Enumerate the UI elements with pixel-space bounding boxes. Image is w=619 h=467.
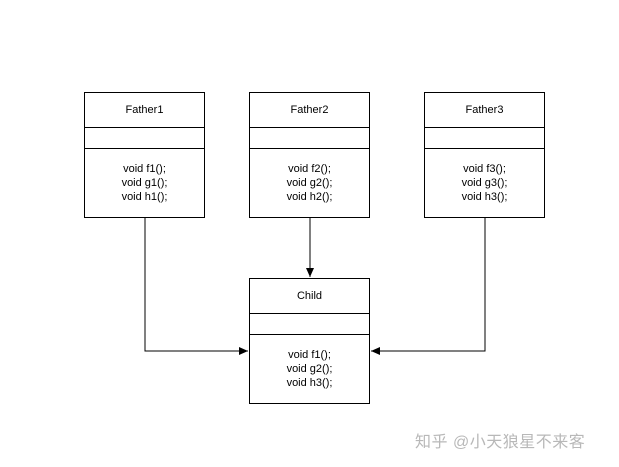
method-line: void h3(); bbox=[461, 191, 508, 203]
connector-father3-to-child bbox=[371, 218, 486, 355]
methods-compartment: void f1(); void g1(); void h1(); bbox=[85, 149, 204, 204]
connector-father1-to-child bbox=[144, 218, 248, 355]
attributes-compartment bbox=[250, 128, 369, 149]
class-box-child: Child void f1(); void g2(); void h3(); bbox=[249, 278, 370, 404]
method-line: void f1(); bbox=[288, 349, 331, 361]
method-line: void f3(); bbox=[463, 163, 506, 175]
class-name: Father2 bbox=[250, 93, 369, 128]
class-box-father1: Father1 void f1(); void g1(); void h1(); bbox=[84, 92, 205, 218]
method-line: void g2(); bbox=[286, 177, 333, 189]
methods-compartment: void f2(); void g2(); void h2(); bbox=[250, 149, 369, 204]
class-name: Child bbox=[250, 279, 369, 314]
class-name: Father3 bbox=[425, 93, 544, 128]
methods-compartment: void f3(); void g3(); void h3(); bbox=[425, 149, 544, 204]
methods-compartment: void f1(); void g2(); void h3(); bbox=[250, 335, 369, 390]
method-line: void g3(); bbox=[461, 177, 508, 189]
attributes-compartment bbox=[250, 314, 369, 335]
method-line: void h3(); bbox=[286, 377, 333, 389]
method-line: void f1(); bbox=[123, 163, 166, 175]
class-box-father3: Father3 void f3(); void g3(); void h3(); bbox=[424, 92, 545, 218]
method-line: void g2(); bbox=[286, 363, 333, 375]
class-box-father2: Father2 void f2(); void g2(); void h2(); bbox=[249, 92, 370, 218]
attributes-compartment bbox=[85, 128, 204, 149]
class-name: Father1 bbox=[85, 93, 204, 128]
method-line: void g1(); bbox=[121, 177, 168, 189]
attributes-compartment bbox=[425, 128, 544, 149]
method-line: void h2(); bbox=[286, 191, 333, 203]
method-line: void h1(); bbox=[121, 191, 168, 203]
method-line: void f2(); bbox=[288, 163, 331, 175]
watermark-text: 知乎 @小天狼星不来客 bbox=[415, 434, 586, 451]
